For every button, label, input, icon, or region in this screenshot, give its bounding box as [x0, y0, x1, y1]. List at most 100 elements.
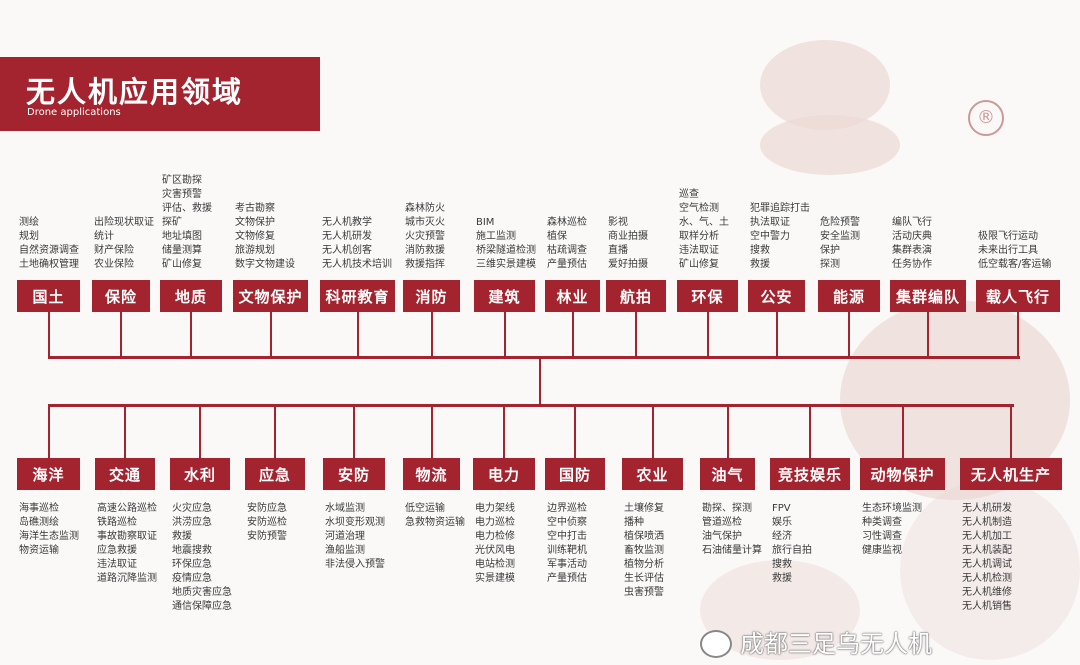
- list-item: 无人机创客: [322, 245, 372, 256]
- connector-line: [809, 405, 811, 458]
- registered-mark: ®: [968, 100, 1004, 136]
- list-item: 播种: [624, 517, 644, 528]
- list-item: 水、气、土: [679, 217, 729, 228]
- list-item: 环保应急: [172, 559, 212, 570]
- category-box-载人飞行: 载人飞行: [976, 280, 1060, 312]
- list-item: 搜救: [772, 559, 792, 570]
- connector-line: [927, 312, 929, 357]
- category-box-文物保护: 文物保护: [233, 280, 308, 312]
- list-item: 土壤修复: [624, 503, 664, 514]
- list-item: 电站检测: [475, 559, 515, 570]
- page-title: 无人机应用领域: [26, 75, 244, 109]
- category-items: 出险现状取证统计财产保险农业保险: [94, 216, 154, 272]
- list-item: 非法侵入预警: [325, 559, 385, 570]
- category-items: 森林巡检植保枯疏调查产量预估: [547, 216, 587, 272]
- category-box-集群编队: 集群编队: [890, 280, 966, 312]
- list-item: 畜牧监测: [624, 545, 664, 556]
- list-item: 统计: [94, 231, 114, 242]
- list-item: 火灾应急: [172, 503, 212, 514]
- list-item: 出险现状取证: [94, 217, 154, 228]
- list-item: 水坝变形观测: [325, 517, 385, 528]
- connector-line: [124, 405, 126, 458]
- list-item: 取样分析: [679, 231, 719, 242]
- list-item: 数字文物建设: [235, 259, 295, 270]
- list-item: 物资运输: [19, 545, 59, 556]
- list-item: 安全监测: [820, 231, 860, 242]
- list-item: 虫害预警: [624, 587, 664, 598]
- list-item: 边界巡检: [547, 503, 587, 514]
- category-items: 电力架线电力巡检电力检修光伏风电电站检测实景建模: [475, 502, 515, 586]
- connector-line: [848, 312, 850, 357]
- list-item: 生态环境监测: [862, 503, 922, 514]
- list-item: 执法取证: [750, 217, 790, 228]
- list-item: 种类调查: [862, 517, 902, 528]
- list-item: 文物修复: [235, 231, 275, 242]
- list-item: 植物分析: [624, 559, 664, 570]
- list-item: 违法取证: [97, 559, 137, 570]
- list-item: 森林巡检: [547, 217, 587, 228]
- category-items: 危险预警安全监测保护探测: [820, 216, 860, 272]
- list-item: 无人机制造: [962, 517, 1012, 528]
- category-box-能源: 能源: [818, 280, 880, 312]
- calligraphy-background: [900, 480, 1080, 660]
- category-items: 火灾应急洪涝应急救援地震搜救环保应急疫情应急地质灾害应急通信保障应急: [172, 502, 232, 614]
- category-items: 巡查空气检测水、气、土取样分析违法取证矿山修复: [679, 188, 729, 272]
- list-item: 极限飞行运动: [978, 231, 1038, 242]
- list-item: 空中打击: [547, 531, 587, 542]
- wechat-icon: [700, 630, 732, 658]
- category-items: 影视商业拍摄直播爱好拍摄: [608, 216, 648, 272]
- category-items: 无人机研发无人机制造无人机加工无人机装配无人机调试无人机检测无人机维修无人机销售: [962, 502, 1012, 614]
- list-item: 商业拍摄: [608, 231, 648, 242]
- connector-line: [503, 405, 505, 458]
- connector-line: [356, 312, 359, 357]
- list-item: 无人机检测: [962, 573, 1012, 584]
- list-item: 管道巡检: [702, 517, 742, 528]
- list-item: 安防巡检: [247, 517, 287, 528]
- list-item: 海洋生态监测: [19, 531, 79, 542]
- list-item: 无人机加工: [962, 531, 1012, 542]
- list-item: 安防应急: [247, 503, 287, 514]
- list-item: 集群表演: [892, 245, 932, 256]
- list-item: 无人机调试: [962, 559, 1012, 570]
- list-item: 矿山修复: [162, 259, 202, 270]
- list-item: 旅行自拍: [772, 545, 812, 556]
- category-box-应急: 应急: [245, 458, 305, 490]
- list-item: 救援: [172, 531, 192, 542]
- list-item: 森林防火: [405, 203, 445, 214]
- category-items: 生态环境监测种类调查习性调查健康监视: [862, 502, 922, 558]
- list-item: 爱好拍摄: [608, 259, 648, 270]
- list-item: 地址填图: [162, 231, 202, 242]
- category-box-航拍: 航拍: [606, 280, 666, 312]
- connector-line: [120, 312, 122, 357]
- list-item: 电力检修: [475, 531, 515, 542]
- list-item: 低空载客/客运输: [978, 259, 1052, 270]
- list-item: 空中警力: [750, 231, 790, 242]
- list-item: 三维实景建模: [476, 259, 536, 270]
- watermark-text: 成都三足乌无人机: [740, 630, 932, 658]
- list-item: 低空运输: [405, 503, 445, 514]
- category-box-无人机生产: 无人机生产: [960, 458, 1062, 490]
- list-item: 枯疏调查: [547, 245, 587, 256]
- list-item: 高速公路巡检: [97, 503, 157, 514]
- category-items: 水域监测水坝变形观测河道治理渔船监测非法侵入预警: [325, 502, 385, 572]
- list-item: 事故勘察取证: [97, 531, 157, 542]
- list-item: 影视: [608, 217, 628, 228]
- list-item: 无人机研发: [322, 231, 372, 242]
- list-item: 实景建模: [475, 573, 515, 584]
- list-item: 灾害预警: [162, 189, 202, 200]
- list-item: 植保喷洒: [624, 531, 664, 542]
- connector-line: [901, 405, 904, 458]
- connector-line: [635, 312, 637, 357]
- category-items: 森林防火城市灭火火灾预警消防救援救援指挥: [405, 202, 445, 272]
- list-item: 任务协作: [892, 259, 932, 270]
- connector-line: [775, 312, 778, 357]
- list-item: 救援指挥: [405, 259, 445, 270]
- connector-line: [1010, 405, 1012, 458]
- connector-line: [539, 357, 541, 405]
- list-item: 桥梁隧道检测: [476, 245, 536, 256]
- list-item: 犯罪追踪打击: [750, 203, 810, 214]
- connector-line: [47, 312, 50, 357]
- connector-line: [571, 312, 574, 357]
- category-items: 无人机教学无人机研发无人机创客无人机技术培训: [322, 216, 392, 272]
- list-item: 土地确权管理: [19, 259, 79, 270]
